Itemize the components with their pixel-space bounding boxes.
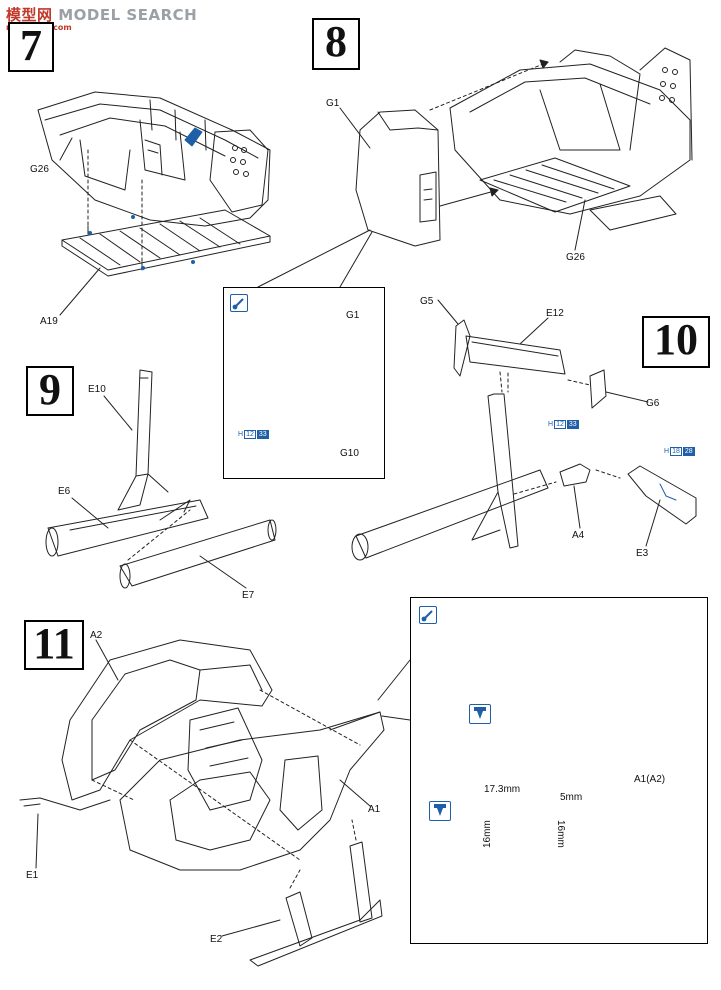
part-label-e1: E1 bbox=[26, 870, 39, 881]
part-label-g1-inset: G1 bbox=[346, 310, 360, 321]
step9-drawing bbox=[45, 369, 277, 589]
paint-ref-code: 33 bbox=[566, 420, 579, 429]
part-label-a4: A4 bbox=[572, 530, 585, 541]
part-label-a19: A19 bbox=[40, 316, 58, 327]
part-label-g5: G5 bbox=[420, 296, 434, 307]
measurement-height-right: 16mm bbox=[555, 820, 566, 848]
measurement-width: 17.3mm bbox=[484, 784, 521, 795]
paint-ref-code: 33 bbox=[256, 430, 269, 439]
paint-ref-number: 12 bbox=[554, 420, 566, 429]
drill-hole-icon bbox=[469, 704, 491, 724]
part-label-g6: G6 bbox=[646, 398, 660, 409]
watermark-cn: 模型网 bbox=[6, 6, 53, 24]
step-number-8: 8 bbox=[312, 18, 360, 70]
part-label-g26-step8: G26 bbox=[566, 252, 585, 263]
paint-ref-prefix: H bbox=[664, 448, 670, 455]
measurement-height-left: 16mm bbox=[482, 820, 493, 848]
measurement-gap: 5mm bbox=[560, 792, 583, 803]
part-label-e12: E12 bbox=[546, 308, 564, 319]
step8-detail-inset bbox=[223, 287, 385, 479]
watermark-brand: MODEL SEARCH bbox=[58, 6, 198, 24]
step-number-7: 7 bbox=[8, 22, 54, 72]
step-number-9: 9 bbox=[26, 366, 74, 416]
part-label-g10: G10 bbox=[340, 448, 359, 459]
part-label-e7: E7 bbox=[242, 590, 255, 601]
part-label-e6: E6 bbox=[58, 486, 71, 497]
paint-ref-number: 12 bbox=[244, 430, 256, 439]
paint-ref-prefix: H bbox=[548, 421, 554, 428]
part-label-g1: G1 bbox=[326, 98, 340, 109]
part-label-a2: A2 bbox=[90, 630, 103, 641]
part-label-e10: E10 bbox=[88, 384, 106, 395]
part-label-g26: G26 bbox=[30, 164, 49, 175]
paint-brush-icon bbox=[419, 606, 437, 624]
part-label-a1-a2: A1(A2) bbox=[634, 774, 666, 785]
step7-drawing bbox=[37, 91, 271, 316]
part-label-e3: E3 bbox=[636, 548, 649, 559]
step-number-11: 11 bbox=[24, 620, 84, 670]
paint-brush-icon bbox=[230, 294, 248, 312]
part-label-e2: E2 bbox=[210, 934, 223, 945]
drill-hole-icon bbox=[429, 801, 451, 821]
step11-detail-inset bbox=[410, 597, 708, 944]
step11-drawing bbox=[19, 639, 411, 967]
step8-drawing bbox=[257, 47, 693, 288]
step-number-10: 10 bbox=[642, 316, 710, 368]
paint-ref-number: 18 bbox=[670, 447, 682, 456]
paint-ref-prefix: H bbox=[238, 431, 244, 438]
paint-ref-code: 28 bbox=[682, 447, 695, 456]
step10-drawing bbox=[351, 299, 697, 561]
part-label-a1: A1 bbox=[368, 804, 381, 815]
